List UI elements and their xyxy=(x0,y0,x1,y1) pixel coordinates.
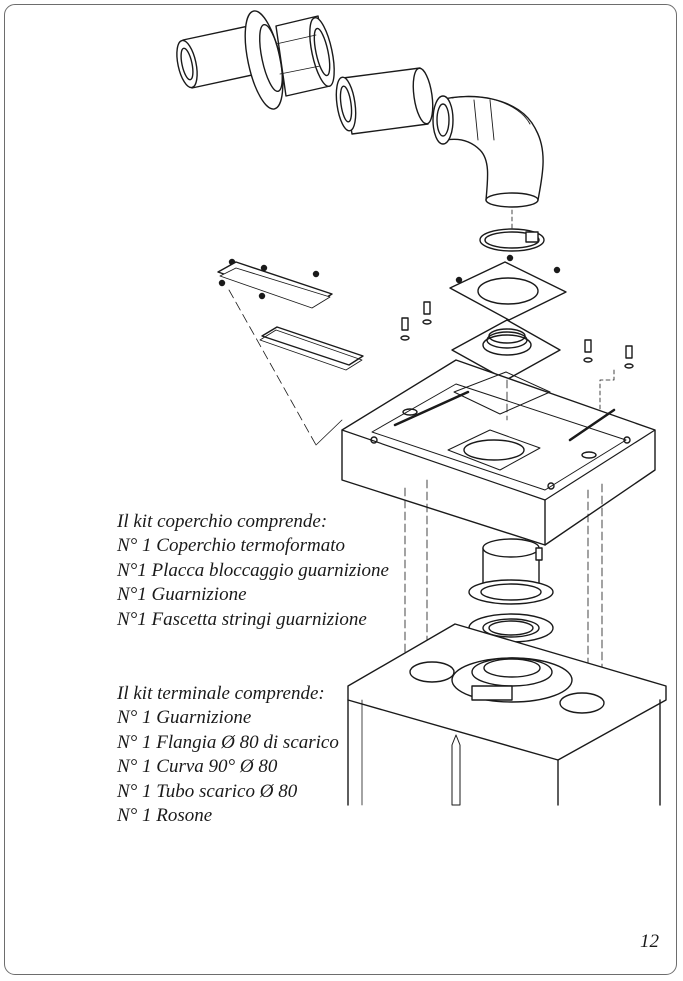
cover-kit-heading: Il kit coperchio comprende: xyxy=(117,511,328,532)
list-item: N° 1 Guarnizione xyxy=(117,707,252,729)
list-item: N° 1 Coperchio termoformato xyxy=(117,535,346,557)
list-item: N° 1 Curva 90° Ø 80 xyxy=(117,756,278,778)
page-border xyxy=(4,4,677,975)
list-item: N°1 Fascetta stringi guarnizione xyxy=(117,608,367,630)
clamp-ring-illustration xyxy=(479,209,545,252)
list-item: N° 1 Rosone xyxy=(117,805,213,827)
bolts-illustration xyxy=(400,301,634,411)
exhaust-flange-illustration xyxy=(468,538,554,643)
cover-illustration xyxy=(341,359,656,546)
terminal-kit-heading: Il kit terminale comprende: xyxy=(117,683,325,704)
boiler-body-illustration xyxy=(347,623,667,806)
gasket-plates-illustration xyxy=(449,261,567,381)
cover-kit-list: Il kit coperchio comprende: N° 1 Coperch… xyxy=(117,510,389,632)
blocking-plate-illustration xyxy=(217,261,364,446)
page-number: 12 xyxy=(640,931,659,952)
list-item: N° 1 Flangia Ø 80 di scarico xyxy=(117,731,339,753)
pipe-terminal-illustration xyxy=(176,10,544,208)
list-item: N° 1 Tubo scarico Ø 80 xyxy=(117,780,298,802)
terminal-kit-list: Il kit terminale comprende: N° 1 Guarniz… xyxy=(117,682,339,828)
list-item: N°1 Placca bloccaggio guarnizione xyxy=(117,559,389,581)
list-item: N°1 Guarnizione xyxy=(117,584,247,606)
